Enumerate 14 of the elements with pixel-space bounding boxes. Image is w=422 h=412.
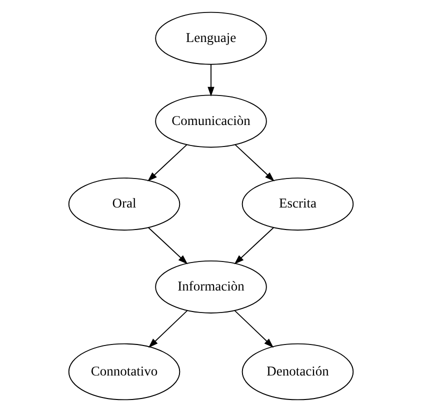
node-ellipse: Denotación	[242, 343, 354, 400]
node-ellipse: Oral	[68, 178, 180, 231]
arrow	[234, 144, 274, 182]
arrow	[148, 310, 188, 348]
arrow	[234, 227, 274, 264]
arrow	[148, 227, 188, 264]
arrow	[234, 310, 274, 348]
arrow	[148, 144, 188, 182]
node-ellipse: Lenguaje	[155, 12, 267, 65]
node-ellipse: Comunicaciòn	[155, 94, 267, 148]
node-ellipse: Escrita	[242, 178, 354, 231]
arrow	[208, 64, 214, 97]
node-ellipse: Connotativo	[68, 343, 180, 400]
node-ellipse: Informaciòn	[155, 260, 267, 314]
